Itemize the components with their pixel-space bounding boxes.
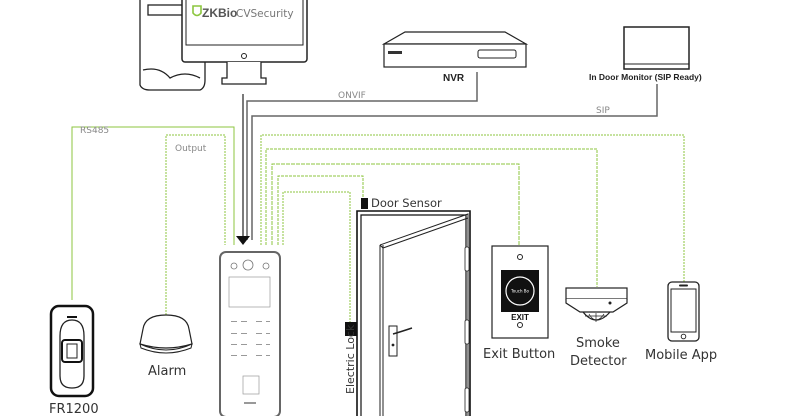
- pc-workstation: ZKBio CVSecurity: [139, 0, 308, 91]
- door-sensor-label: Door Sensor: [371, 196, 442, 210]
- fr1200-label: FR1200: [49, 402, 99, 416]
- mobile-app-label: Mobile App: [645, 348, 717, 363]
- electric-lock-wire: [282, 191, 351, 322]
- exit-button-panel-text: Touch Bo: [510, 289, 529, 294]
- rs485-wire: [71, 126, 235, 300]
- output-wire: [165, 134, 226, 315]
- alarm-device: Alarm: [139, 314, 193, 379]
- smoke-detector-device: Smoke Detector: [565, 287, 628, 369]
- alarm-icon: [139, 314, 193, 349]
- sip-wire: [251, 84, 658, 240]
- door-frame-icon: [356, 210, 471, 416]
- shield-icon: [192, 5, 202, 17]
- door-handle-icon: [388, 325, 398, 357]
- onvif-wire: [246, 72, 478, 240]
- mobile-app-wire: [260, 134, 685, 282]
- exit-button-device: Touch Bo EXIT Exit Button: [483, 245, 555, 362]
- door-sensor-wire: [277, 175, 364, 245]
- sip-label: SIP: [596, 106, 610, 116]
- door: Door Sensor Electric Lock: [344, 196, 471, 416]
- nvr-label: NVR: [443, 73, 465, 84]
- software-brand: ZKBio CVSecurity: [192, 5, 294, 20]
- brand-prefix: ZKBio: [202, 6, 237, 20]
- nvr-device: NVR: [381, 31, 529, 84]
- mobile-app-device: Mobile App: [645, 281, 717, 363]
- indoor-monitor-label: In Door Monitor (SIP Ready): [589, 72, 702, 82]
- door-sensor-icon: [361, 198, 368, 209]
- smoke-detector-wire: [265, 148, 598, 287]
- indoor-monitor-icon: [623, 26, 690, 70]
- rs485-label: RS485: [80, 126, 109, 136]
- output-label: Output: [175, 144, 207, 154]
- electric-lock-label: Electric Lock: [344, 324, 357, 394]
- face-terminal-icon: [219, 251, 281, 416]
- alarm-label: Alarm: [148, 364, 186, 379]
- indoor-monitor-device: In Door Monitor (SIP Ready): [589, 26, 702, 82]
- exit-button-wire: [271, 163, 520, 246]
- onvif-label: ONVIF: [338, 91, 366, 101]
- smoke-detector-label-line2: Detector: [570, 354, 627, 369]
- arrow-head: [236, 236, 250, 245]
- brand-suffix: CVSecurity: [236, 8, 294, 20]
- electric-lock-icon: [345, 322, 357, 336]
- fr1200-device: FR1200: [49, 304, 99, 416]
- smoke-detector-label-line1: Smoke: [576, 336, 620, 351]
- nvr-icon: [381, 31, 529, 45]
- exit-button-label: Exit Button: [483, 347, 555, 362]
- smoke-detector-icon: [565, 287, 628, 300]
- exit-text: EXIT: [511, 313, 529, 322]
- wires: [71, 72, 685, 322]
- access-controller: [219, 251, 281, 416]
- monitor-icon: [181, 0, 308, 85]
